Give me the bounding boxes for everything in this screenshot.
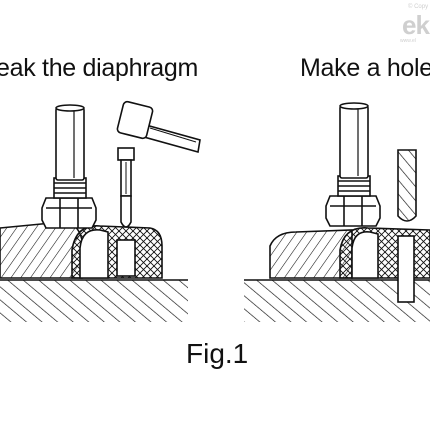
drill-bit-icon xyxy=(397,149,417,222)
right-body-flange xyxy=(269,229,353,279)
left-tube xyxy=(55,107,85,181)
figure-caption: Fig.1 xyxy=(186,338,249,369)
step-label-make-hole: Make a hole xyxy=(300,54,430,82)
punch-pin xyxy=(117,147,135,228)
left-hole xyxy=(116,239,136,277)
watermark-logo: © Copy ek www.el xyxy=(398,4,430,48)
left-fitting-bead xyxy=(79,229,109,279)
right-hole xyxy=(397,235,415,303)
right-nut xyxy=(325,195,381,227)
left-nut xyxy=(41,197,97,229)
step-label-break-diaphragm: eak the diaphragm xyxy=(0,54,198,82)
right-tube xyxy=(339,105,369,179)
left-ground-hatch xyxy=(0,280,188,322)
watermark-brand: ek xyxy=(402,10,430,40)
left-assembly xyxy=(0,100,201,322)
left-body-flange xyxy=(0,221,83,279)
watermark-copyright: © Copy xyxy=(408,4,429,10)
right-fitting-bead xyxy=(351,231,379,279)
right-assembly xyxy=(244,102,430,322)
watermark-url: www.el xyxy=(400,38,416,44)
hammer-icon xyxy=(116,100,201,154)
